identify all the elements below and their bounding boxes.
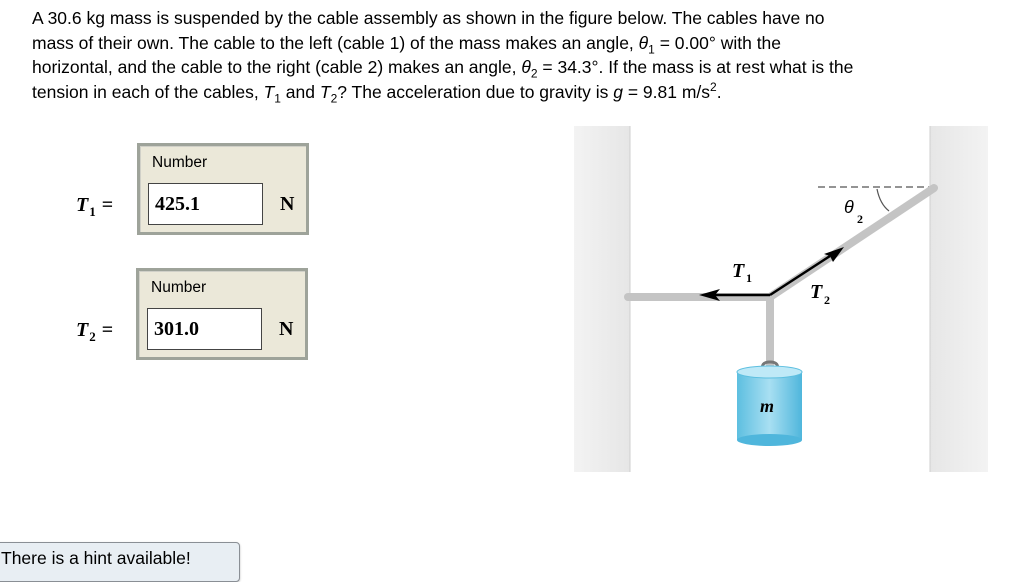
hint-label: There is a hint available! [1,548,191,568]
t1-number-input[interactable]: 425.1 [148,183,263,225]
unit-label: N [280,193,295,215]
problem-text: ? The acceleration due to gravity is [337,81,614,102]
tension-symbol: T [319,81,331,102]
hint-button[interactable]: There is a hint available! [0,542,240,582]
cable-assembly-figure: T 1 T 2 θ 2 m [574,126,988,472]
subscript: 1 [274,91,281,105]
superscript: 2 [710,79,717,94]
label-symbol: T [76,194,89,216]
equals-sign: = [101,319,114,341]
problem-text: tension in each of the cables, [32,81,264,102]
subscript: 2 [530,66,538,81]
problem-line-1: A 30.6 kg mass is suspended by the cable… [32,8,825,28]
problem-text: = 9.81 m/s [622,81,711,102]
tension-symbol: T [263,81,275,102]
subscript: 1 [648,42,655,56]
problem-text: . [716,81,722,102]
problem-statement: A 30.6 kg mass is suspended by the cable… [32,6,992,104]
cable-2 [766,184,938,301]
answer-label-t1: T1 = [76,194,114,219]
label-subscript: 2 [89,329,96,344]
problem-text: = 34.3°. If the mass is at rest what is … [537,57,854,77]
label-t1-sub: 1 [746,271,752,285]
arrow-t1 [699,289,720,301]
mass-cylinder [737,372,802,440]
problem-text: horizontal, and the cable to the right (… [32,57,522,77]
label-t2-sub: 2 [824,293,830,307]
answer-box-t2: Number 301.0 N [136,268,308,360]
number-label: Number [151,279,207,296]
figure-drawing: T 1 T 2 θ 2 m [574,126,988,472]
label-symbol: T [76,319,89,341]
t2-number-input[interactable]: 301.0 [147,308,262,350]
theta-symbol: θ [638,32,649,53]
label-mass: m [760,396,774,416]
equals-sign: = [101,194,114,216]
label-subscript: 1 [89,204,96,219]
theta-symbol: θ [521,57,531,77]
label-theta2-sub: 2 [857,212,863,226]
right-wall [930,126,988,472]
unit-label: N [279,318,294,340]
gravity-symbol: g [613,81,623,102]
subscript: 2 [330,91,338,105]
left-wall [574,126,630,472]
arrow-t2 [824,247,844,262]
label-t1: T [732,260,745,282]
problem-text: and [280,81,320,102]
problem-text: = 0.00° with the [654,32,782,53]
answer-box-t1: Number 425.1 N [137,143,309,235]
problem-text: mass of their own. The cable to the left… [32,32,639,53]
number-label: Number [152,154,208,171]
answer-label-t2: T2 = [76,319,114,344]
label-theta2: θ [844,197,854,217]
label-t2: T [810,281,823,303]
